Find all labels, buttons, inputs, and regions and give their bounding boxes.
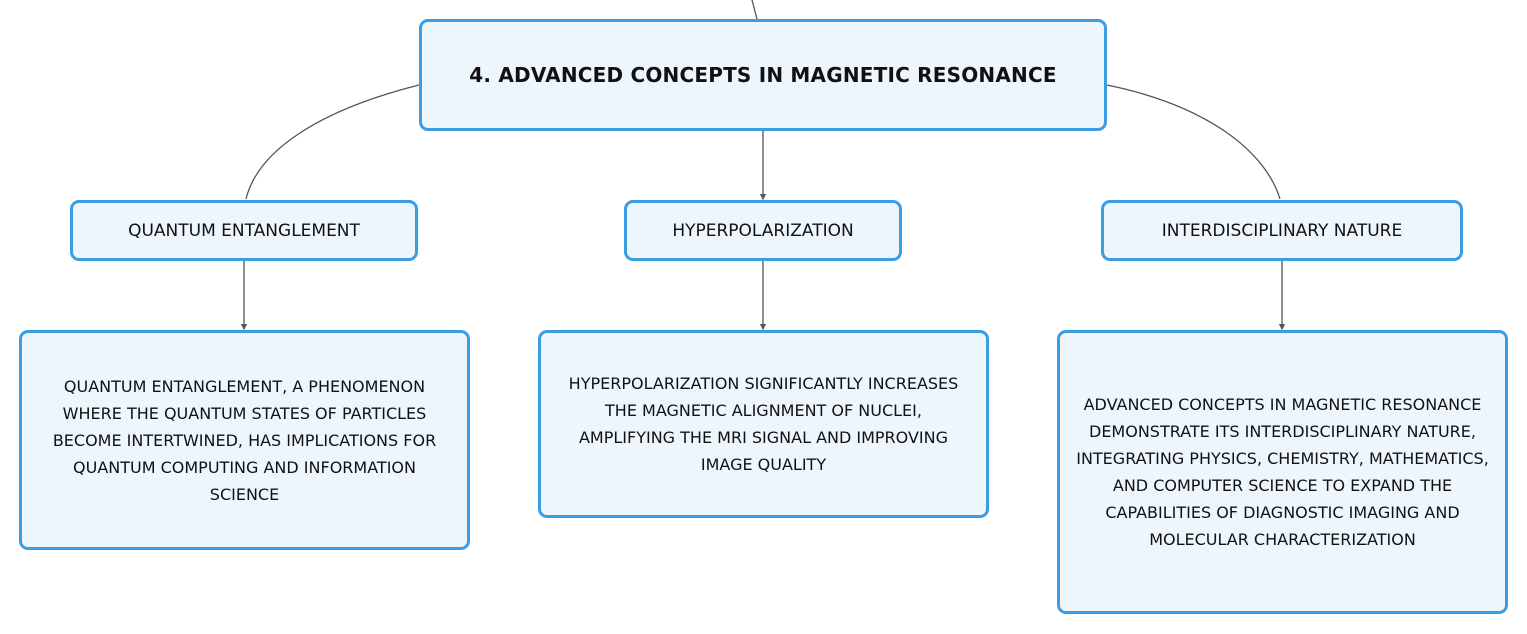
branch-node-label: QUANTUM ENTANGLEMENT [128,220,360,241]
branch-node-hyperpolarization[interactable]: HYPERPOLARIZATION [624,200,902,261]
detail-node-hyperpolarization[interactable]: HYPERPOLARIZATION SIGNIFICANTLY INCREASE… [538,330,989,518]
branch-node-quantum-entanglement[interactable]: QUANTUM ENTANGLEMENT [70,200,418,261]
branch-node-interdisciplinary-nature[interactable]: INTERDISCIPLINARY NATURE [1101,200,1463,261]
branch-node-label: INTERDISCIPLINARY NATURE [1161,220,1403,241]
connector-root-to-branch-interdisciplinary-nature [1106,84,1281,200]
root-node-title: 4. ADVANCED CONCEPTS IN MAGNETIC RESONAN… [469,63,1057,87]
connector-parent-to-root [751,0,758,20]
branch-node-label: HYPERPOLARIZATION [672,220,854,241]
detail-node-text: HYPERPOLARIZATION SIGNIFICANTLY INCREASE… [568,374,959,474]
detail-node-interdisciplinary-nature[interactable]: ADVANCED CONCEPTS IN MAGNETIC RESONANCE … [1057,330,1508,614]
root-node[interactable]: 4. ADVANCED CONCEPTS IN MAGNETIC RESONAN… [419,19,1107,131]
detail-node-text: QUANTUM ENTANGLEMENT, A PHENOMENON WHERE… [52,376,437,504]
detail-node-quantum-entanglement[interactable]: QUANTUM ENTANGLEMENT, A PHENOMENON WHERE… [19,330,470,550]
connector-root-to-branch-quantum-entanglement [245,84,420,200]
detail-node-text: ADVANCED CONCEPTS IN MAGNETIC RESONANCE … [1076,395,1489,549]
